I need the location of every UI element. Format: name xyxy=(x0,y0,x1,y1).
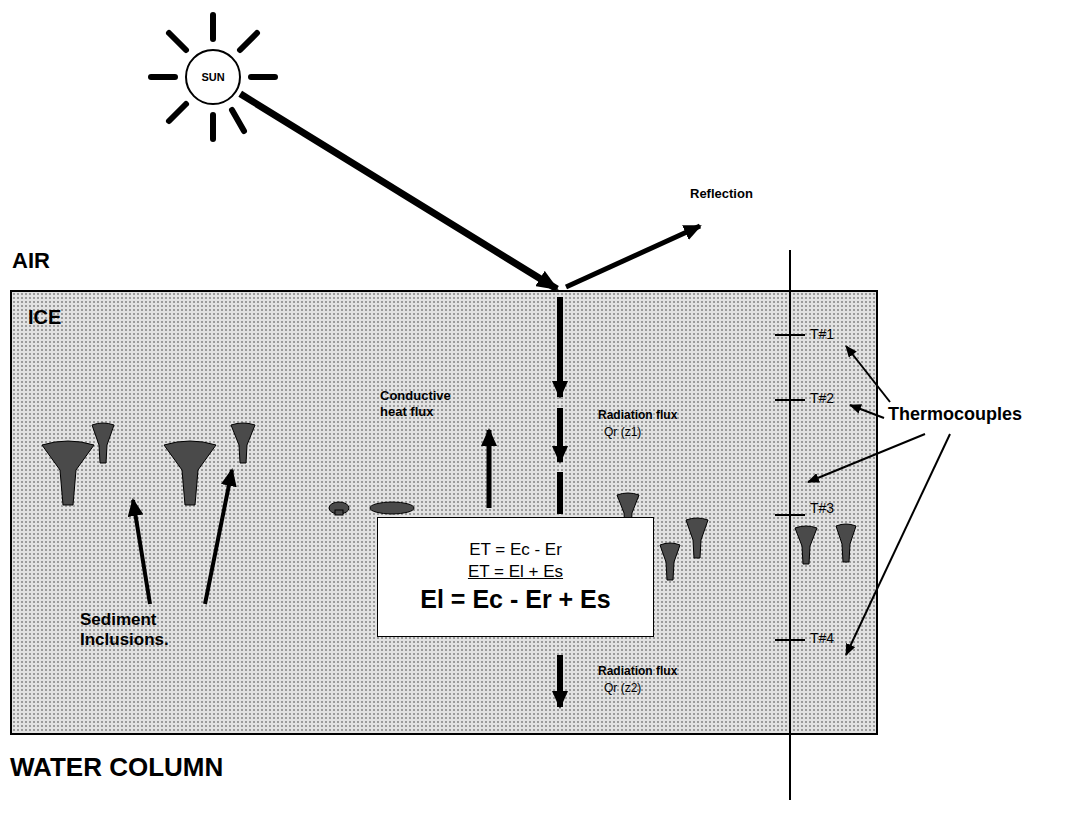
flux-label: Conductive heat flux xyxy=(380,388,480,421)
sun-label: SUN xyxy=(201,71,224,83)
part-label: Thermocouples xyxy=(888,404,1022,425)
flux-symbol: Qr (z1) xyxy=(604,425,641,439)
sun-rays xyxy=(151,15,275,139)
flux-label: Radiation flux xyxy=(598,664,677,678)
equation: ET = Ec - Er xyxy=(469,539,562,561)
conductive-flux-arrow xyxy=(487,430,492,508)
energy-balance-box: ET = Ec - ErET = El + EsEl = Ec - Er + E… xyxy=(377,517,654,637)
sensor-label: T#2 xyxy=(810,390,834,406)
sensor-label: T#1 xyxy=(810,326,834,342)
sensor-label: T#4 xyxy=(810,630,834,646)
radiation-flux-arrows xyxy=(557,297,563,707)
sediment-pointers xyxy=(133,470,232,604)
flux-label: Reflection xyxy=(690,186,753,201)
thermocouple-pointers xyxy=(808,346,950,655)
equation: ET = El + Es xyxy=(468,561,563,583)
connectors xyxy=(240,94,557,289)
equation: El = Ec - Er + Es xyxy=(420,583,610,616)
sensor-label: T#3 xyxy=(810,500,834,516)
region-label: AIR xyxy=(12,248,50,274)
layer-label: ICE xyxy=(28,306,61,329)
sunlight-arrow xyxy=(240,94,557,289)
sun-circle: SUN xyxy=(185,49,241,105)
flux-symbol: Qr (z2) xyxy=(604,681,641,695)
part-label: Sediment Inclusions. xyxy=(80,610,200,651)
region-label: WATER COLUMN xyxy=(10,752,223,783)
flux-label: Radiation flux xyxy=(598,408,677,422)
reflection-arrow xyxy=(566,226,700,287)
thermocouple-string xyxy=(775,250,805,800)
ice-layer: ICE ET = Ec - ErET = El + EsEl = Ec - Er … xyxy=(10,290,878,735)
sediment-inclusions xyxy=(42,423,856,580)
